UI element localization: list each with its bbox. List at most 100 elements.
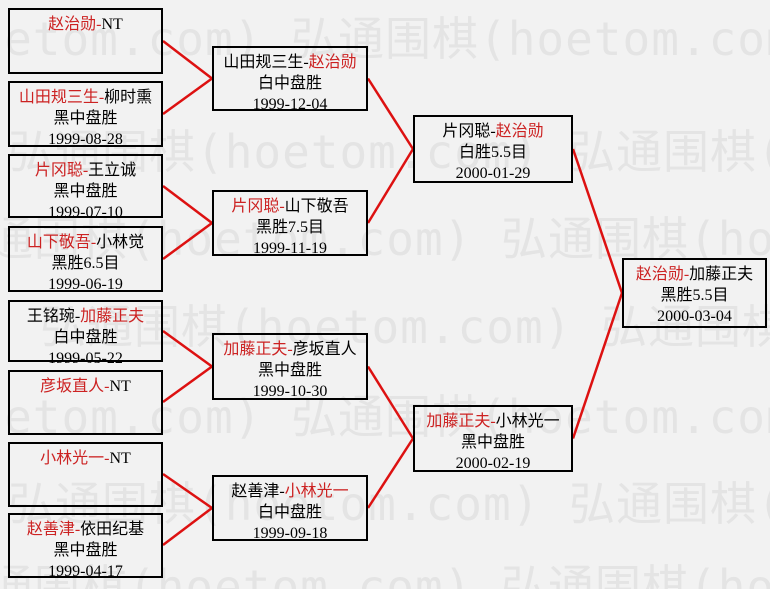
player-2: 小林光一 [495, 413, 560, 430]
player-1: 片冈聪 [442, 123, 491, 140]
player-2: 山下敬吾 [284, 198, 349, 215]
player-1: 赵善津 [26, 521, 75, 538]
connector-line [571, 292, 624, 439]
match-box-sf-1: 片冈聪-赵治勋 白胜5.5目 2000-01-29 [413, 115, 573, 183]
connector-line [366, 148, 415, 224]
match-box-r1-5: 王铭琬-加藤正夫 白中盘胜 1999-05-22 [8, 300, 163, 367]
match-result: 黑胜6.5目 [51, 255, 120, 272]
vs-dash: - [104, 450, 110, 467]
match-result: 黑中盘胜 [53, 183, 118, 200]
player-2: 依田纪基 [80, 521, 145, 538]
connector-line [162, 507, 213, 546]
player-1: 片冈聪 [34, 162, 83, 179]
vs-dash: - [82, 162, 89, 179]
match-result: 黑胜5.5目 [660, 287, 729, 304]
match-box-r1-4: 山下敬吾-小林觉 黑胜6.5目 1999-06-19 [8, 226, 163, 293]
match-result: 黑胜7.5目 [255, 219, 324, 236]
match-box-r1-6: 彦坂直人-NT [8, 370, 163, 435]
connector-line [162, 40, 213, 80]
player-1: 山田规三生 [18, 89, 99, 106]
player-2: NT [109, 450, 131, 467]
vs-dash: - [74, 308, 81, 325]
player-2: 柳时熏 [104, 89, 153, 106]
match-players: 片冈聪-山下敬吾 [214, 196, 366, 217]
player-2: 赵治勋 [495, 123, 544, 140]
match-players: 赵治勋-加藤正夫 [624, 264, 765, 285]
player-1: 赵善津 [231, 483, 280, 500]
match-box-r2-3: 加藤正夫-彦坂直人 黑中盘胜 1999-10-30 [212, 333, 368, 400]
match-date: 2000-03-04 [657, 308, 732, 325]
player-2: 王立诚 [88, 162, 137, 179]
match-players: 山田规三生-柳时熏 [10, 87, 161, 108]
match-date: 1999-04-17 [48, 563, 123, 580]
match-result: 白中盘胜 [257, 75, 322, 92]
match-players: 赵治勋-NT [10, 14, 161, 35]
player-2: 小林光一 [284, 483, 349, 500]
connector-line [366, 365, 415, 440]
player-2: 彦坂直人 [292, 341, 357, 358]
player-1: 王铭琬 [26, 308, 75, 325]
vs-dash: - [279, 483, 285, 500]
vs-dash: - [303, 54, 309, 71]
player-2: NT [109, 378, 131, 395]
connector-line [366, 437, 415, 509]
match-players: 小林光一-NT [10, 448, 161, 469]
match-result: 白中盘胜 [53, 329, 118, 346]
player-2: 小林觉 [96, 234, 145, 251]
match-box-r1-7: 小林光一-NT [8, 442, 163, 507]
match-date: 1999-10-30 [252, 383, 328, 400]
match-players: 片冈聪-赵治勋 [415, 121, 571, 142]
vs-dash: - [96, 16, 102, 33]
player-1: 山田规三生 [223, 54, 304, 71]
vs-dash: - [490, 123, 496, 140]
player-2: NT [101, 16, 123, 33]
match-result: 白中盘胜 [257, 504, 322, 521]
connector-line [162, 185, 213, 224]
match-players: 彦坂直人-NT [10, 376, 161, 397]
match-players: 赵善津-依田纪基 [10, 519, 161, 540]
player-1: 赵治勋 [635, 266, 684, 283]
watermark-text: 弘通围棋(hoetom.com) 弘通围棋(hoetom.com) 弘通围棋(h… [0, 560, 770, 589]
match-box-r1-2: 山田规三生-柳时熏 黑中盘胜 1999-08-28 [8, 81, 163, 148]
match-result: 白胜5.5目 [458, 144, 527, 161]
vs-dash: - [104, 378, 110, 395]
connector-line [162, 77, 213, 116]
player-1: 彦坂直人 [40, 378, 105, 395]
match-box-r2-1: 山田规三生-赵治勋 白中盘胜 1999-12-04 [212, 46, 368, 113]
match-date: 1999-11-19 [252, 240, 328, 257]
player-1: 小林光一 [40, 450, 105, 467]
player-1: 赵治勋 [48, 16, 97, 33]
match-result: 黑中盘胜 [53, 110, 118, 127]
player-2: 加藤正夫 [689, 266, 754, 283]
match-date: 1999-08-28 [48, 131, 123, 148]
match-players: 山田规三生-赵治勋 [214, 52, 366, 73]
match-players: 加藤正夫-彦坂直人 [214, 339, 366, 360]
player-1: 加藤正夫 [223, 341, 288, 358]
match-date: 1999-05-22 [48, 350, 123, 367]
match-players: 赵善津-小林光一 [214, 481, 366, 502]
match-box-final: 赵治勋-加藤正夫 黑胜5.5目 2000-03-04 [622, 258, 767, 328]
match-date: 1999-09-18 [252, 525, 328, 542]
match-box-r2-4: 赵善津-小林光一 白中盘胜 1999-09-18 [212, 475, 368, 542]
match-date: 1999-07-10 [48, 204, 123, 221]
match-players: 片冈聪-王立诚 [10, 160, 161, 181]
watermark-text: 弘通围棋(hoetom.com) 弘通围棋(hoetom.com) 弘通围棋(h… [0, 12, 770, 66]
match-date: 2000-02-19 [455, 455, 531, 472]
match-box-r1-1: 赵治勋-NT [8, 8, 163, 74]
player-2: 加藤正夫 [80, 308, 145, 325]
connector-line [162, 365, 213, 404]
match-box-r1-8: 赵善津-依田纪基 黑中盘胜 1999-04-17 [8, 513, 163, 580]
match-players: 加藤正夫-小林光一 [415, 411, 571, 432]
connector-line [366, 77, 415, 150]
vs-dash: - [90, 234, 97, 251]
vs-dash: - [683, 266, 690, 283]
vs-dash: - [98, 89, 105, 106]
watermark-text: 弘通围棋(hoetom.com) 弘通围棋(hoetom.com) 弘通围棋(h… [8, 125, 770, 179]
match-players: 王铭琬-加藤正夫 [10, 306, 161, 327]
watermark-text: 弘通围棋(hoetom.com) 弘通围棋(hoetom.com) 弘通围棋(h… [0, 212, 770, 266]
match-result: 黑中盘胜 [53, 542, 118, 559]
match-date: 1999-06-19 [48, 276, 123, 293]
watermark-text: 弘通围棋(hoetom.com) 弘通围棋(hoetom.com) 弘通围棋(h… [8, 477, 770, 531]
